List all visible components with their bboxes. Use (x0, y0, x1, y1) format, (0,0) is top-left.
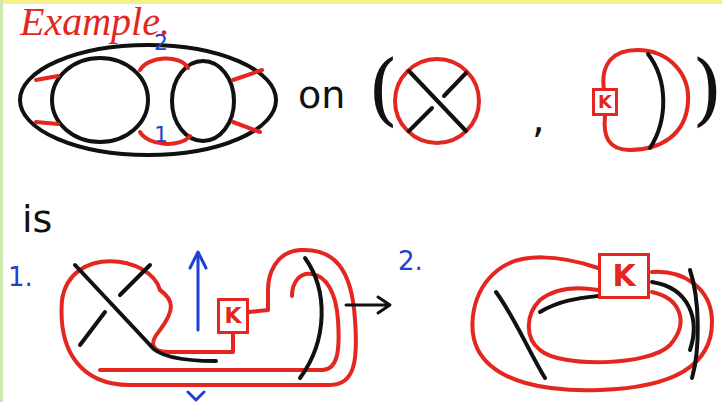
step-number: 2. (398, 248, 423, 274)
word: is (22, 200, 52, 238)
callout-number: 1 (154, 124, 168, 146)
step-number: 1. (8, 264, 33, 290)
knot-label: K (598, 93, 612, 111)
knot-box: K (598, 253, 650, 299)
knot-box: K (217, 298, 249, 334)
knot-label: K (224, 305, 241, 327)
parenthesis: ) (692, 50, 722, 128)
callout-number: 2 (154, 32, 168, 54)
heading: Example. (20, 2, 170, 42)
word: on (298, 76, 345, 114)
knot-box: K (592, 88, 618, 116)
comma: , (532, 98, 545, 138)
parenthesis: ( (368, 50, 398, 128)
knot-label: K (612, 261, 635, 291)
